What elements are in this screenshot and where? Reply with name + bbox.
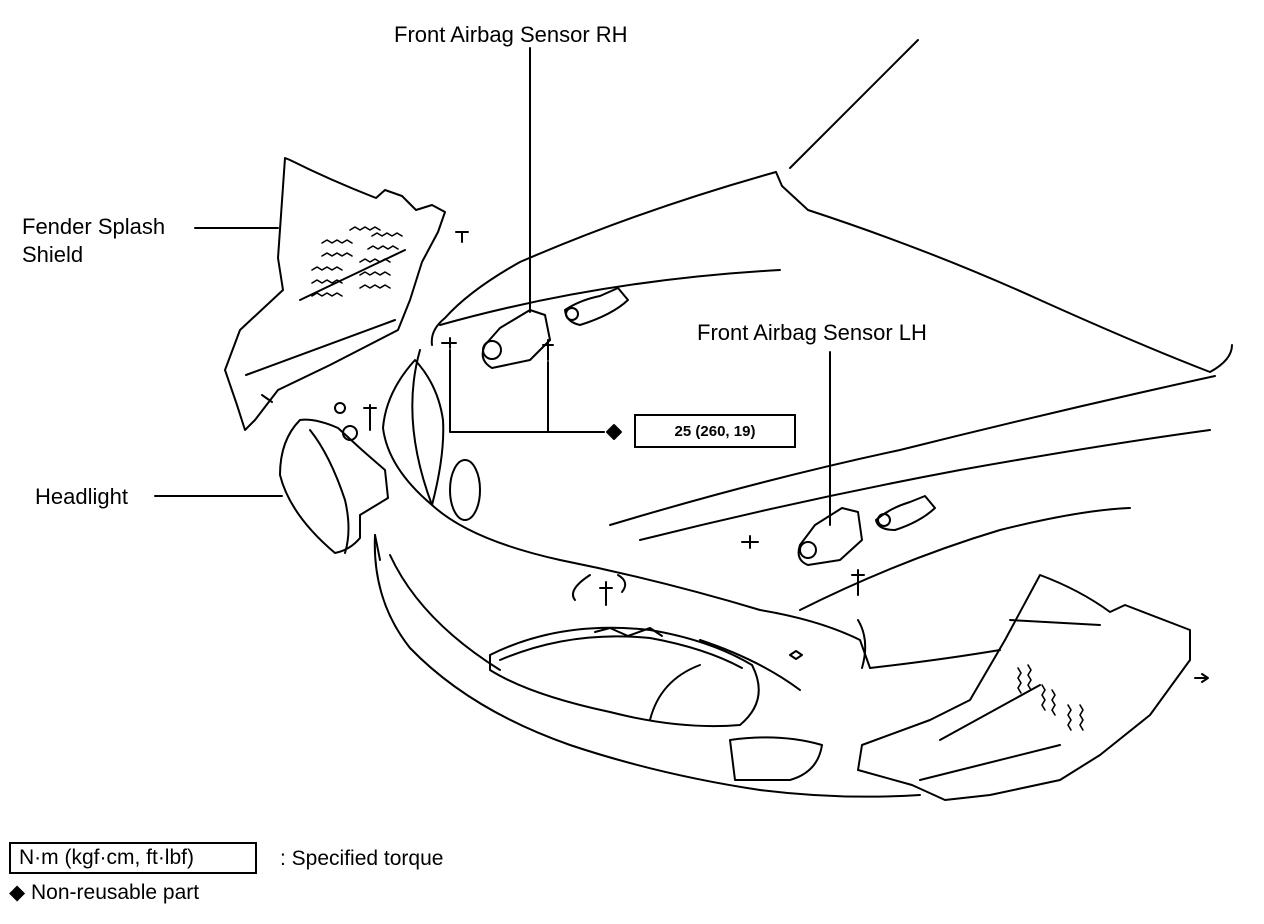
airbag-sensor-lh-part bbox=[599, 495, 936, 606]
front-bumper bbox=[373, 534, 921, 798]
hood-outline bbox=[430, 39, 1233, 373]
label-fender-splash-shield-line2: Shield bbox=[22, 242, 84, 267]
label-front-airbag-sensor-lh: Front Airbag Sensor LH bbox=[697, 320, 927, 345]
fender-splash-shield-left bbox=[224, 157, 446, 431]
legend-nonreusable-text: Non-reusable part bbox=[31, 881, 200, 904]
fender-splash-shield-right bbox=[857, 574, 1209, 801]
torque-value-box: 25 (260, 19) bbox=[634, 414, 796, 448]
legend-nonreusable-row: ◆ Non-reusable part bbox=[9, 880, 199, 906]
legend-unit-text: N·m (kgf·cm, ft·lbf) bbox=[19, 846, 194, 869]
torque-value-text: 25 (260, 19) bbox=[674, 422, 756, 440]
legend-unit-box: N·m (kgf·cm, ft·lbf) bbox=[9, 842, 257, 874]
label-front-airbag-sensor-rh: Front Airbag Sensor RH bbox=[394, 22, 628, 47]
headlight-assembly bbox=[279, 402, 389, 554]
nonreusable-diamond-icon: ◆ bbox=[9, 881, 26, 904]
label-headlight: Headlight bbox=[35, 484, 128, 509]
airbag-sensor-rh-part bbox=[441, 231, 629, 369]
label-fender-splash-shield-line1: Fender Splash bbox=[22, 214, 166, 239]
nonreusable-diamond-marker bbox=[606, 424, 622, 440]
body-outline bbox=[411, 349, 1216, 669]
leader-lines bbox=[154, 47, 831, 526]
headlight-opening-left bbox=[382, 359, 445, 506]
legend-specified-torque: : Specified torque bbox=[280, 847, 444, 870]
